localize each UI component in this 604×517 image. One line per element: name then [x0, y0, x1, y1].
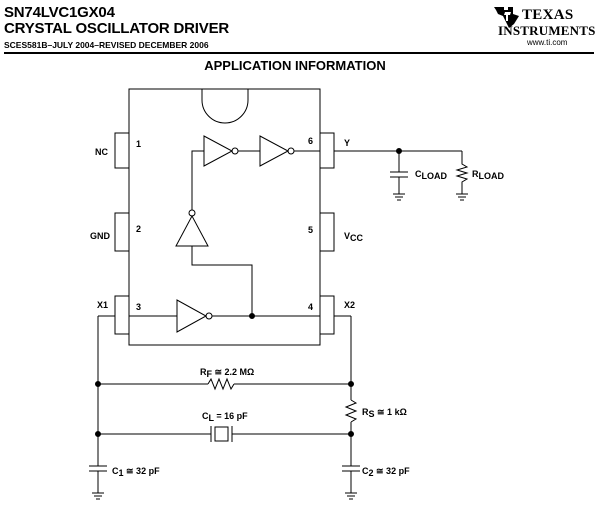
c1-label: C1 ≅ 32 pF [112, 466, 160, 478]
pin-1-name: NC [95, 147, 108, 157]
pin-4-name: X2 [344, 300, 355, 310]
inverter-1 [203, 135, 234, 167]
pin-3-number: 3 [136, 302, 141, 312]
cload-label: CLOAD [415, 169, 447, 181]
pin-5 [319, 212, 335, 252]
rs-resistor [344, 399, 358, 423]
document-reference: SCES581B–JULY 2004–REVISED DECEMBER 2006 [4, 40, 209, 50]
pin-3 [114, 295, 130, 335]
c2-label: C2 ≅ 32 pF [362, 466, 410, 478]
pin-5-name: VCC [344, 231, 364, 243]
pin-6-number: 6 [308, 136, 313, 146]
cl-label: CL = 16 pF [202, 411, 248, 423]
pin-2-number: 2 [136, 224, 141, 234]
pin-4-number: 4 [308, 302, 313, 312]
pin-5-number: 5 [308, 225, 313, 235]
rs-label: RS ≅ 1 kΩ [362, 407, 407, 419]
logo-text-texas: TEXAS [522, 7, 574, 23]
ic-package [128, 88, 321, 346]
logo-url: www.ti.com [527, 38, 568, 47]
pin-1-number: 1 [136, 139, 141, 149]
part-number: SN74LVC1GX04 [4, 4, 115, 21]
inverter-feedback [175, 214, 209, 247]
rload-label: RLOAD [472, 169, 504, 181]
inverter-2 [259, 135, 290, 167]
section-title: APPLICATION INFORMATION [204, 58, 386, 73]
pin-3-name: X1 [97, 300, 108, 310]
pin-1 [114, 132, 130, 169]
pin-6 [319, 132, 335, 169]
pin-4 [319, 295, 335, 335]
junction-dot [249, 313, 255, 319]
pin-2-name: GND [90, 231, 111, 241]
device-title: CRYSTAL OSCILLATOR DRIVER [4, 20, 230, 37]
logo-text-instruments: INSTRUMENTS [498, 23, 596, 38]
rload-resistor [455, 151, 469, 194]
inverter-input [176, 299, 208, 333]
pin-6-name: Y [344, 138, 350, 148]
ic-notch [201, 89, 249, 124]
ti-logo-icon [494, 7, 519, 28]
pin-2 [114, 212, 130, 252]
rf-label: RF ≅ 2.2 MΩ [200, 367, 254, 379]
rf-resistor [207, 377, 235, 391]
header-rule [4, 52, 594, 54]
